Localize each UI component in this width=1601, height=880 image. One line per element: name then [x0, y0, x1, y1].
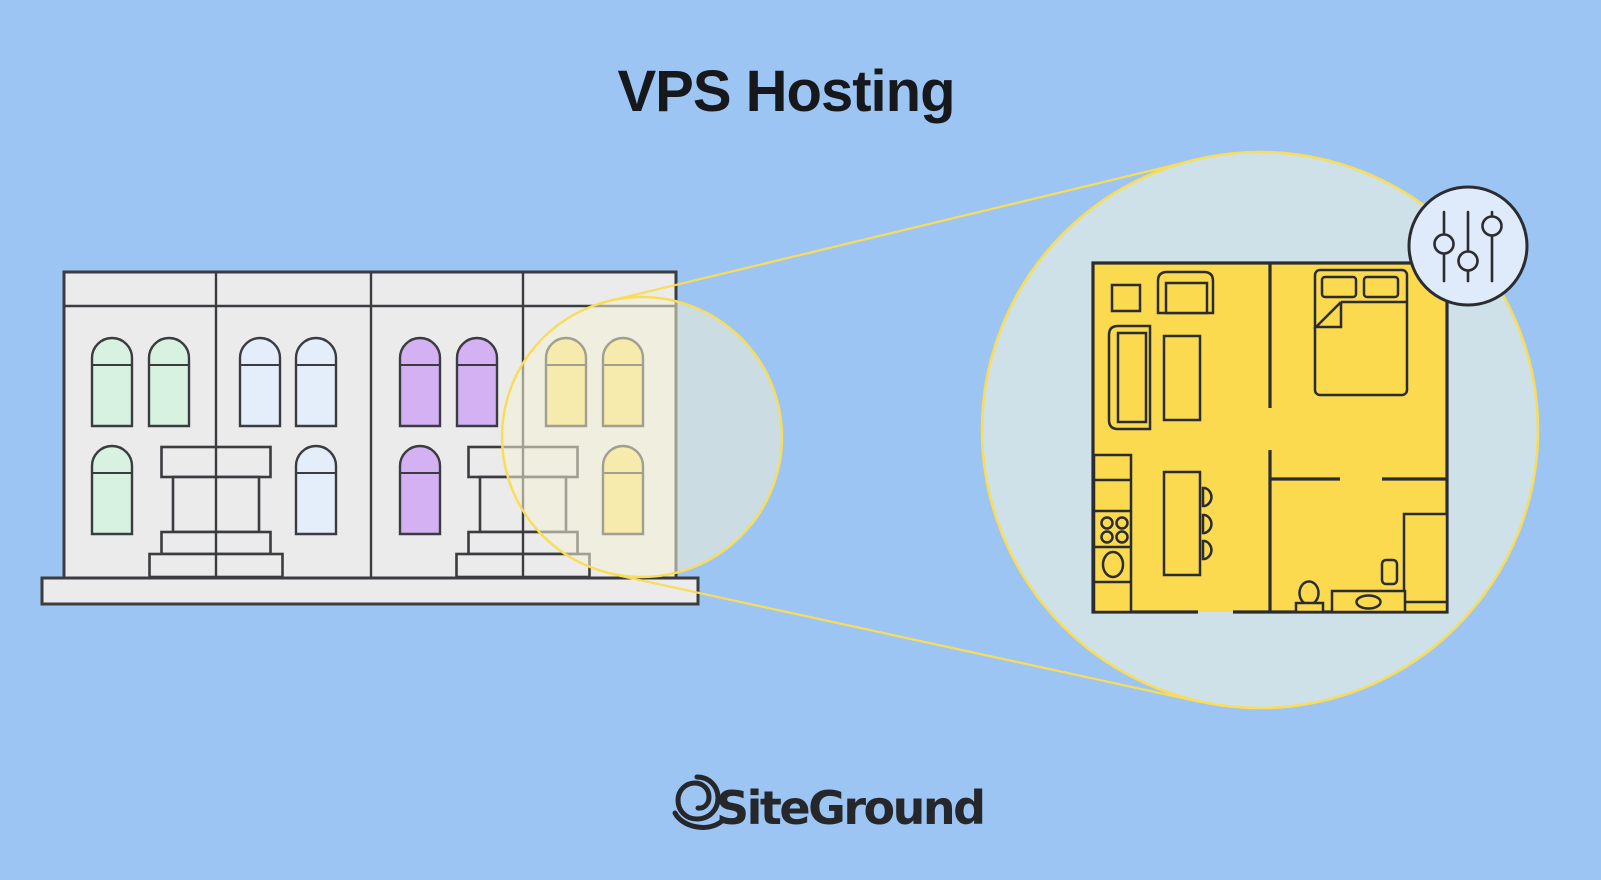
page-title: VPS Hosting	[617, 59, 954, 124]
highlight-circle	[500, 295, 784, 579]
cooktop-burner	[1115, 516, 1129, 530]
stool	[1201, 486, 1213, 508]
arched-window-green	[90, 444, 134, 536]
arched-window-purple	[398, 336, 442, 428]
stool	[1201, 513, 1213, 535]
toilet-tank	[1294, 601, 1325, 614]
armchair-seat	[1164, 281, 1209, 315]
kitchen-cabinet-dividers	[1094, 478, 1131, 584]
cooktop-burner	[1100, 530, 1114, 544]
toilet-bowl	[1298, 580, 1320, 606]
arched-window-blue	[294, 444, 338, 536]
blanket-fold	[1312, 300, 1407, 329]
stool	[1201, 539, 1213, 561]
oven	[1101, 550, 1125, 579]
arched-window-purple	[398, 444, 442, 536]
spiral-icon	[672, 774, 725, 830]
cooktop-burner	[1100, 516, 1114, 530]
coffee-table	[1162, 334, 1202, 422]
apartment-floor-plan	[1091, 261, 1449, 614]
cooktop-burner	[1115, 530, 1129, 544]
arched-window-blue	[238, 336, 282, 428]
settings-badge	[1407, 185, 1529, 307]
arched-window-green	[147, 336, 191, 428]
wardrobe	[1402, 512, 1449, 614]
pillow	[1362, 275, 1400, 299]
shelf	[1380, 558, 1399, 586]
arched-window-green	[90, 336, 134, 428]
siteground-logo: SiteGround	[672, 774, 986, 835]
arched-window-blue	[294, 336, 338, 428]
pillow	[1320, 275, 1358, 299]
vps-zoom-view	[980, 150, 1540, 710]
sink-basin	[1355, 594, 1382, 610]
siteground-logo-text: SiteGround	[716, 781, 984, 835]
magnifier-connector-lines	[608, 158, 1202, 704]
arched-window-purple	[455, 336, 499, 428]
building-base	[40, 576, 700, 606]
tv	[1110, 283, 1142, 313]
sliders-icon	[1433, 210, 1503, 283]
sofa-seat	[1116, 331, 1148, 424]
kitchen-island	[1162, 470, 1202, 577]
